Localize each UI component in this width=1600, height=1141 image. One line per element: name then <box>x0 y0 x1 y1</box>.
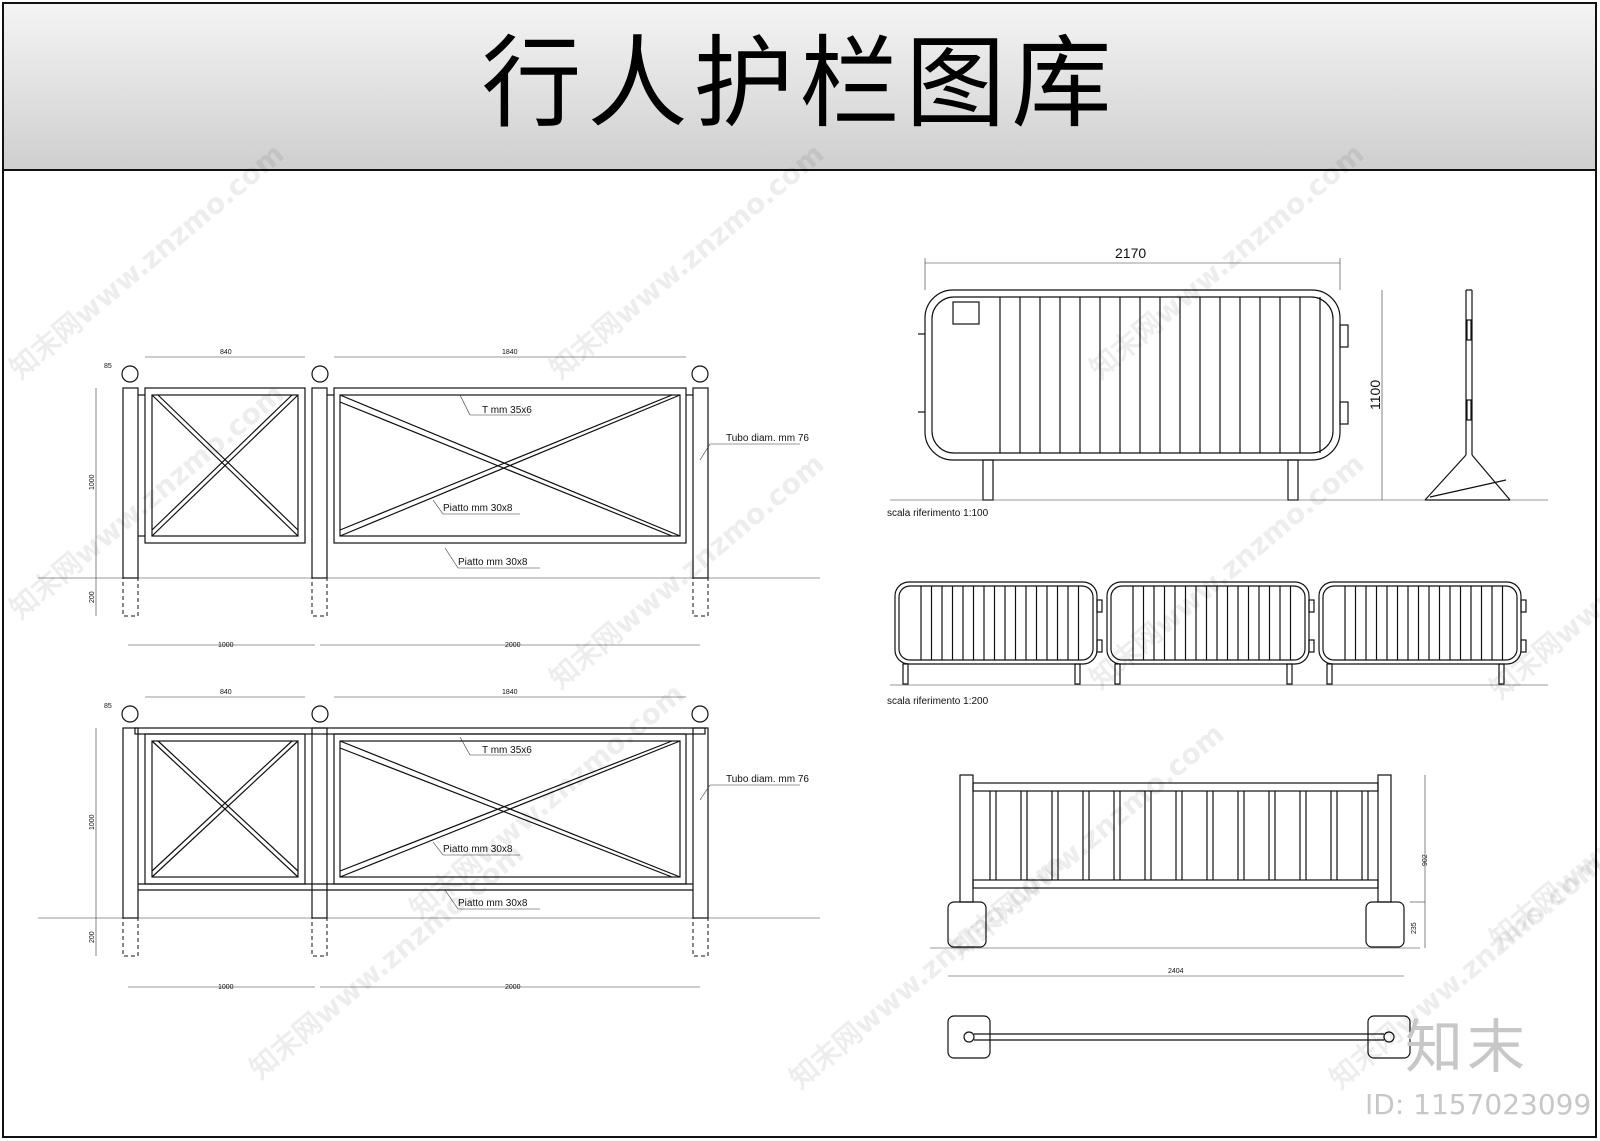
dim-2000-horizontal: 2000 <box>505 984 521 991</box>
watermark-text: 知末网www.znzmo.com <box>543 137 830 385</box>
dim-fence-base: 235 <box>1411 922 1418 934</box>
dim-840: 840 <box>220 349 232 356</box>
watermark-text: 知末网www.znzmo.com <box>1483 707 1600 955</box>
dim-barrier-width: 2170 <box>1115 245 1146 261</box>
watermark-text: 知末网www.znzmo.com <box>243 837 530 1085</box>
railing-drawing-top: 840 1840 85 1000 200 1000 2000 T mm 35x6… <box>38 349 820 649</box>
watermark-text: 知末网www.znzmo.com <box>3 377 290 625</box>
dim-840: 840 <box>220 689 232 696</box>
page-title: 行人护栏图库 <box>481 25 1118 142</box>
watermark-text: 知末网www.znzmo.com <box>1083 137 1370 385</box>
barrier-chain-drawing: scala riferimento 1:200 <box>887 581 1548 707</box>
watermark-text: 知末网www.znzmo.com <box>543 447 830 695</box>
dim-1000-vertical: 1000 <box>89 474 96 490</box>
title-header: 行人护栏图库 <box>4 4 1595 171</box>
scale-label-100: scala riferimento 1:100 <box>887 508 989 519</box>
label-t-profile: T mm 35x6 <box>482 745 532 756</box>
dim-200-vertical: 200 <box>89 591 96 603</box>
dim-1000-horizontal: 1000 <box>218 642 234 649</box>
watermark-text: 知末网www.znzmo.com <box>943 717 1230 965</box>
block-fence-drawing: 902 235 2404 <box>930 774 1429 1059</box>
watermark-text: 知末网www.znzmo.com <box>1483 457 1600 705</box>
dim-barrier-height: 1100 <box>1367 380 1383 410</box>
chain-barrier-panel <box>1106 581 1315 685</box>
mobile-barrier-drawing: 2170 1100 scala riferimento 1:100 <box>887 245 1548 519</box>
dim-85: 85 <box>104 703 112 710</box>
watermark-text: 知末网www.znzmo.com <box>403 677 690 925</box>
label-flat-bar-1: Piatto mm 30x8 <box>443 503 513 514</box>
chain-barrier-panel <box>894 581 1103 685</box>
watermark-text: 知末网www.znzmo.com <box>3 137 290 385</box>
dim-1840: 1840 <box>502 349 518 356</box>
label-tube: Tubo diam. mm 76 <box>726 433 809 444</box>
chain-barrier-panel <box>1318 581 1527 685</box>
brand-watermark: 知末 <box>1405 1013 1530 1081</box>
id-watermark: ID: 1157023099 <box>1365 1088 1592 1121</box>
dim-200-vertical: 200 <box>89 931 96 943</box>
scale-label-200: scala riferimento 1:200 <box>887 696 989 707</box>
dim-2000-horizontal: 2000 <box>505 642 521 649</box>
dim-85: 85 <box>104 363 112 370</box>
label-tube: Tubo diam. mm 76 <box>726 774 809 785</box>
label-t-profile: T mm 35x6 <box>482 405 532 416</box>
label-flat-bar-1: Piatto mm 30x8 <box>443 844 513 855</box>
railing-drawing-bottom: 840 1840 85 1000 200 1000 2000 T mm 35x6… <box>38 689 820 991</box>
dim-1000-horizontal: 1000 <box>218 984 234 991</box>
dim-1000-vertical: 1000 <box>89 814 96 830</box>
dim-fence-width: 2404 <box>1168 968 1184 975</box>
dim-fence-height: 902 <box>1422 854 1429 866</box>
label-flat-bar-2: Piatto mm 30x8 <box>458 557 528 568</box>
dim-1840: 1840 <box>502 689 518 696</box>
label-flat-bar-2: Piatto mm 30x8 <box>458 898 528 909</box>
